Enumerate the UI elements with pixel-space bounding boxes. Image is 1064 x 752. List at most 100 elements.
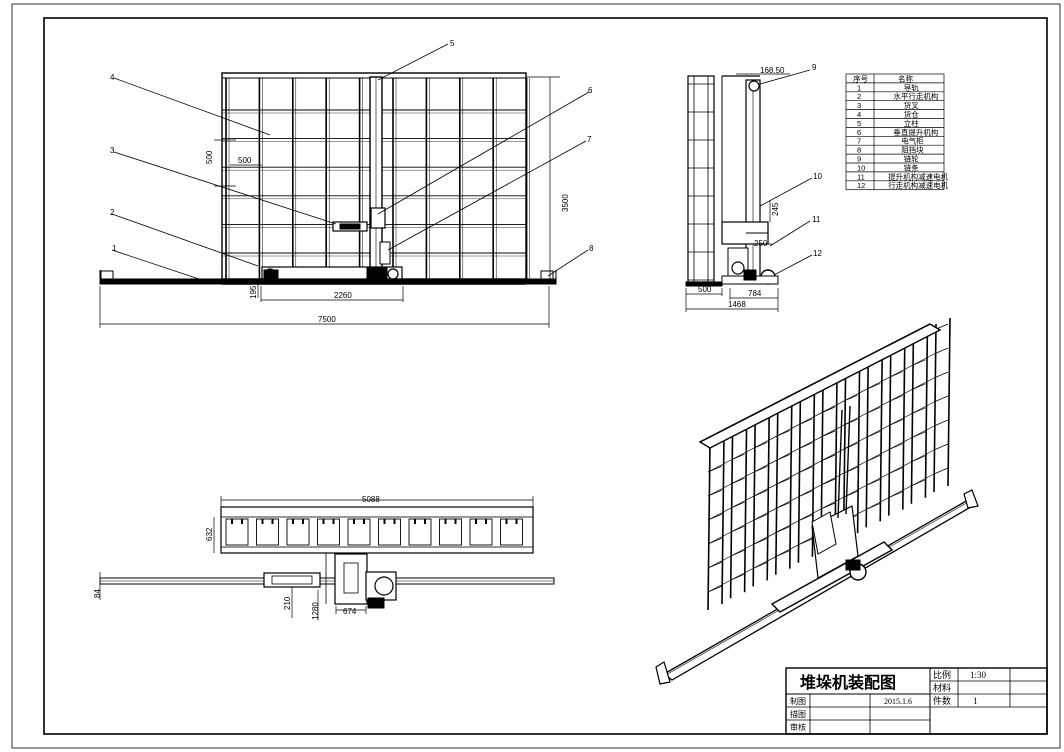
dim-cell-width: 500 xyxy=(238,156,252,165)
parts-table-no: 4 xyxy=(857,110,861,119)
quantity-value: 1 xyxy=(973,696,978,706)
side-rack xyxy=(687,75,715,283)
dim-top-5088: 5088 xyxy=(362,495,380,504)
parts-table-name: 链轮 xyxy=(904,154,919,164)
side-sprocket xyxy=(748,80,760,92)
dim-side-500: 500 xyxy=(698,285,712,294)
iso-front-upright xyxy=(729,430,734,599)
iso-shelf-rung xyxy=(933,395,949,403)
top-rack-outer xyxy=(220,506,534,554)
balloon-4: 4 xyxy=(110,73,115,82)
iso-rear-upright xyxy=(721,435,725,605)
parts-table-no: 12 xyxy=(857,181,865,190)
balloon-11: 11 xyxy=(812,215,821,224)
balloon-3: 3 xyxy=(110,146,115,155)
front-view xyxy=(99,43,590,328)
quantity-label: 件数 xyxy=(933,695,951,706)
side-view xyxy=(685,69,813,312)
iso-front-upright xyxy=(933,323,937,493)
drawing-date: 2015.1.6 xyxy=(884,697,912,706)
isometric-view xyxy=(655,317,979,685)
iso-long-beam xyxy=(707,449,935,569)
iso-rear-upright xyxy=(789,400,793,569)
top-rack-bay xyxy=(378,518,401,546)
iso-long-beam xyxy=(707,377,935,497)
inner-border xyxy=(43,17,1048,735)
front-view-dimensions: 500 500 3500 195 2260 7500 xyxy=(205,150,570,324)
dim-top-632: 632 xyxy=(205,527,214,541)
iso-rear-upright xyxy=(766,412,770,581)
title-block-text: 堆垛机装配图 比例 1:30 材料 件数 1 制图 2015.1.6 描图 审核 xyxy=(790,669,987,732)
drawn-by-label: 制图 xyxy=(790,696,806,706)
parts-table-name: 水平行走机构 xyxy=(893,91,938,101)
parts-table-name: 阻挡块 xyxy=(901,145,924,155)
dim-total-height: 3500 xyxy=(561,194,570,212)
balloon-5: 5 xyxy=(450,39,455,48)
parts-table-no: 1 xyxy=(857,83,861,92)
side-view-text: 9 10 11 12 168.50 245 250 500 784 1468 xyxy=(698,63,822,309)
front-electric-cabinet xyxy=(379,241,391,265)
parts-table-no: 6 xyxy=(857,128,861,137)
parts-table-no: 10 xyxy=(857,163,865,172)
iso-rear-upright xyxy=(743,424,748,593)
dim-side-top: 168.50 xyxy=(760,66,785,75)
parts-table-no: 5 xyxy=(857,119,861,128)
parts-table-no: 9 xyxy=(857,155,861,164)
top-rack-bay xyxy=(500,518,523,546)
top-rack-bay xyxy=(347,518,371,546)
scale-label: 比例 xyxy=(933,669,951,680)
iso-front-upright xyxy=(865,359,869,528)
checked-by-label: 描图 xyxy=(790,709,806,719)
iso-front-upright xyxy=(797,394,802,563)
iso-shelf-rung xyxy=(933,419,949,427)
balloon-2: 2 xyxy=(110,208,115,217)
dim-side-250: 250 xyxy=(754,239,768,248)
parts-table-no: 2 xyxy=(857,92,861,101)
parts-table-name: 垂直提升机构 xyxy=(893,127,938,137)
parts-table-name: 导轨 xyxy=(904,82,919,92)
parts-table-name: 货叉 xyxy=(904,100,919,110)
dim-top-210: 210 xyxy=(283,596,292,610)
reviewed-by-label: 审核 xyxy=(790,722,806,732)
iso-rear-upright xyxy=(879,353,883,522)
balloon-8: 8 xyxy=(589,244,594,253)
top-rack-bay xyxy=(225,518,249,546)
iso-front-upright xyxy=(707,441,711,611)
dim-cell-height: 500 xyxy=(205,150,214,164)
iso-rear-upright xyxy=(856,365,861,534)
outer-border xyxy=(11,3,1061,749)
dim-side-1468: 1468 xyxy=(728,300,746,309)
top-view xyxy=(99,496,555,620)
balloon-7: 7 xyxy=(587,135,592,144)
balloon-12: 12 xyxy=(813,249,822,258)
iso-shelf-rung xyxy=(933,443,949,451)
iso-front-upright xyxy=(775,406,779,575)
parts-table-name: 电气柜 xyxy=(901,136,924,146)
parts-table-no: 8 xyxy=(857,146,861,155)
front-lift-unit xyxy=(370,207,386,229)
top-rack-bay xyxy=(317,518,340,546)
iso-shelf-rung xyxy=(933,467,949,475)
dim-top-1280: 1280 xyxy=(311,602,320,620)
iso-front-upright xyxy=(910,335,915,504)
dim-top-674: 674 xyxy=(343,607,357,616)
parts-table-name: 立柱 xyxy=(904,118,919,128)
parts-table-no: 11 xyxy=(857,172,865,181)
iso-rear-upright xyxy=(902,341,906,510)
dim-top-84: 84 xyxy=(93,589,102,598)
iso-front-upright xyxy=(752,418,756,587)
balloon-1: 1 xyxy=(112,244,117,253)
balloon-9: 9 xyxy=(812,63,817,72)
dim-rail-height: 195 xyxy=(249,285,258,299)
iso-long-beam xyxy=(707,401,935,521)
parts-table-header-name: 名称 xyxy=(898,73,913,83)
top-rack-bay xyxy=(408,518,432,546)
balloon-6: 6 xyxy=(588,86,593,95)
iso-long-beam xyxy=(707,425,935,545)
parts-table-border xyxy=(845,73,945,191)
parts-table-name: 货仓 xyxy=(904,109,919,119)
dim-carriage: 2260 xyxy=(334,291,352,300)
parts-table-no: 3 xyxy=(857,101,861,110)
iso-rear-upright xyxy=(947,317,951,487)
